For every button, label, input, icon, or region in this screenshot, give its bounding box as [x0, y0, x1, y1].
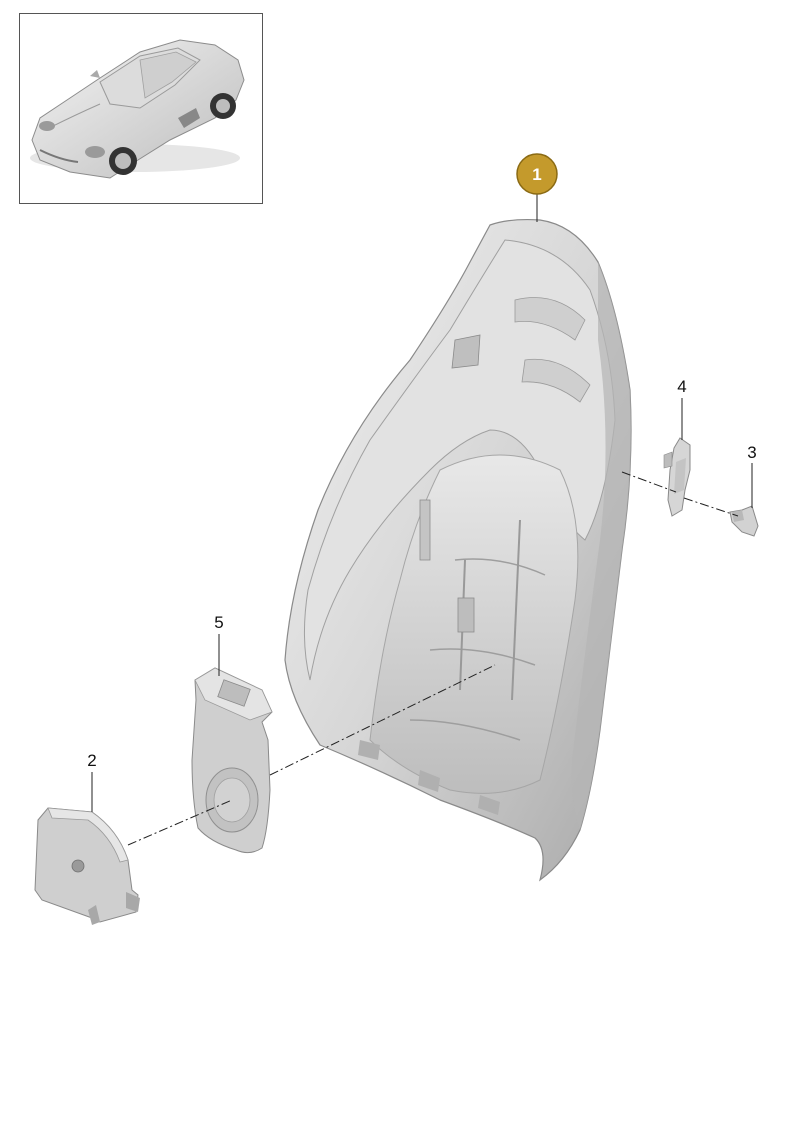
assembly-line-5-1	[269, 664, 496, 776]
callout-4-label: 4	[677, 377, 686, 396]
vehicle-inset	[19, 13, 263, 204]
callout-1-badge	[516, 153, 558, 195]
assembly-line-1-4	[621, 471, 677, 493]
part-4-bracket	[663, 437, 691, 517]
leader-lines	[91, 193, 753, 812]
part-2-adjuster-unit	[34, 807, 140, 925]
callout-5-label: 5	[214, 613, 223, 632]
callout-1-label: 1	[532, 165, 541, 184]
part-1-backrest-frame	[284, 218, 632, 882]
callout-3[interactable]: 3	[747, 443, 756, 462]
assembly-line-2-5	[127, 799, 233, 846]
assembly-lines	[127, 471, 739, 846]
callout-5[interactable]: 5	[214, 613, 223, 632]
callout-3-label: 3	[747, 443, 756, 462]
part-3-clip	[729, 505, 759, 537]
assembly-line-4-3	[683, 497, 739, 517]
callout-2-label: 2	[87, 751, 96, 770]
part-5-cover-plate	[191, 667, 273, 854]
callout-4[interactable]: 4	[677, 377, 686, 396]
sports-car-icon	[30, 39, 245, 179]
callout-2[interactable]: 2	[87, 751, 96, 770]
callout-1[interactable]: 1	[516, 153, 558, 195]
